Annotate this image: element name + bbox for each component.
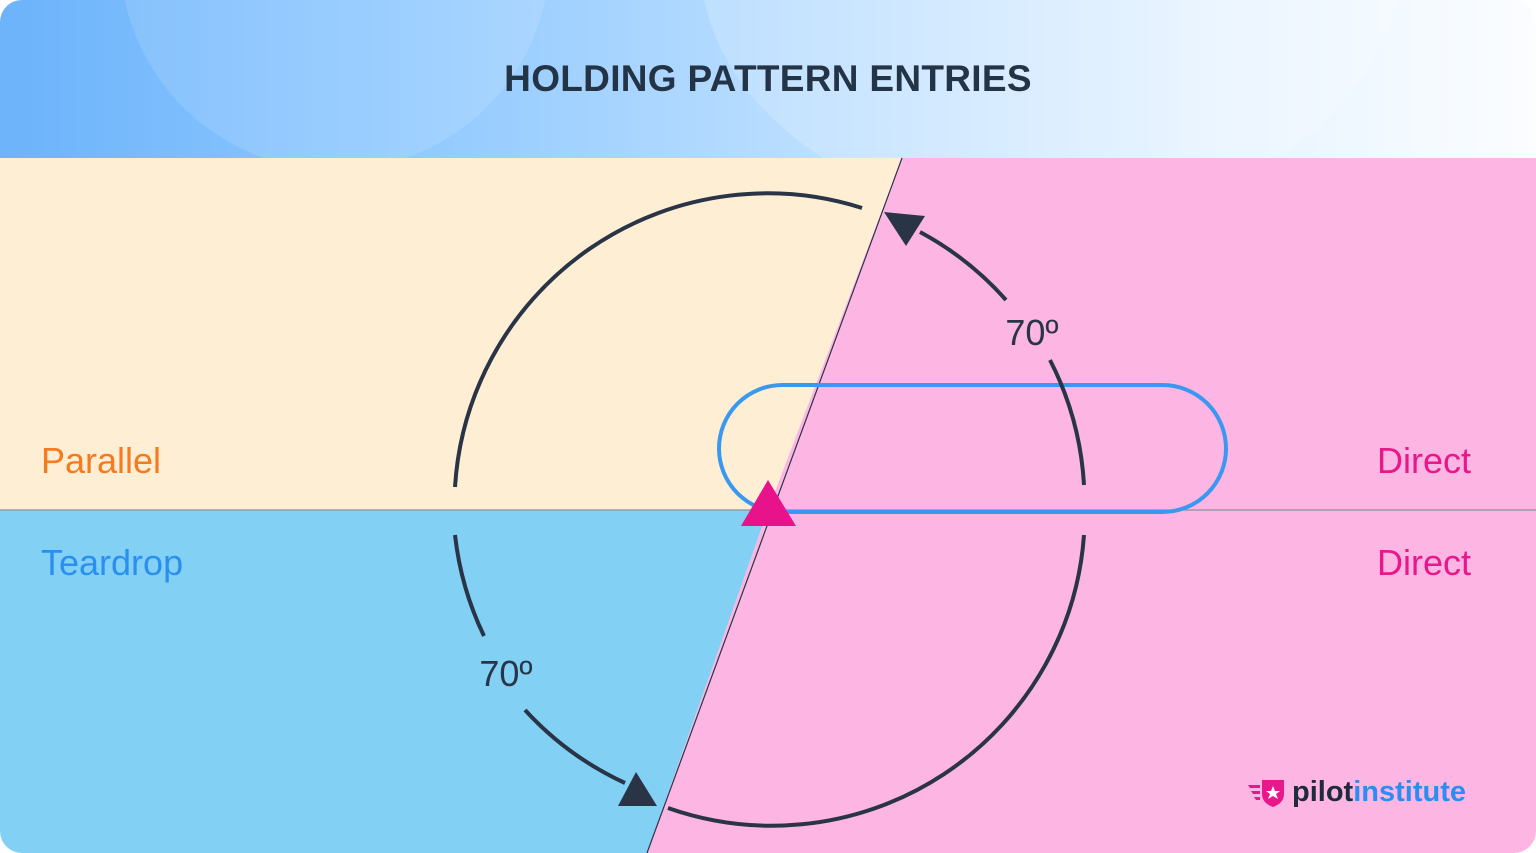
upper-70-arrow-arc [919, 230, 1008, 302]
parallel-sector [0, 158, 902, 510]
header-decoration [700, 0, 1400, 158]
logo-text-institute: institute [1353, 775, 1466, 808]
holding-pattern-racetrack [717, 383, 1228, 514]
logo-text-pilot: pilot [1292, 775, 1354, 808]
teardrop-sector [0, 510, 768, 853]
teardrop-label: Teardrop [41, 542, 183, 583]
direct-sector [647, 158, 1536, 853]
direct-label-lower: Direct [1377, 542, 1471, 583]
parallel-label: Parallel [41, 440, 161, 481]
direct-label-upper: Direct [1377, 440, 1471, 481]
holding-fix-marker [741, 480, 796, 526]
page-title: HOLDING PATTERN ENTRIES [504, 58, 1032, 99]
upper-arrowhead [884, 212, 925, 246]
parallel-arc [453, 191, 863, 488]
lower-70-arrow-arc [523, 708, 626, 785]
lower-arrowhead [618, 772, 657, 806]
direct-arc-right [1048, 359, 1086, 486]
direct-arc-bottom [667, 534, 1086, 828]
lower-arc-segment [453, 534, 486, 637]
header-banner: HOLDING PATTERN ENTRIES [0, 0, 1536, 158]
upper-angle-label: 70º [1005, 312, 1058, 353]
logo-wing-icon [1248, 780, 1284, 807]
lower-angle-label: 70º [479, 653, 532, 694]
